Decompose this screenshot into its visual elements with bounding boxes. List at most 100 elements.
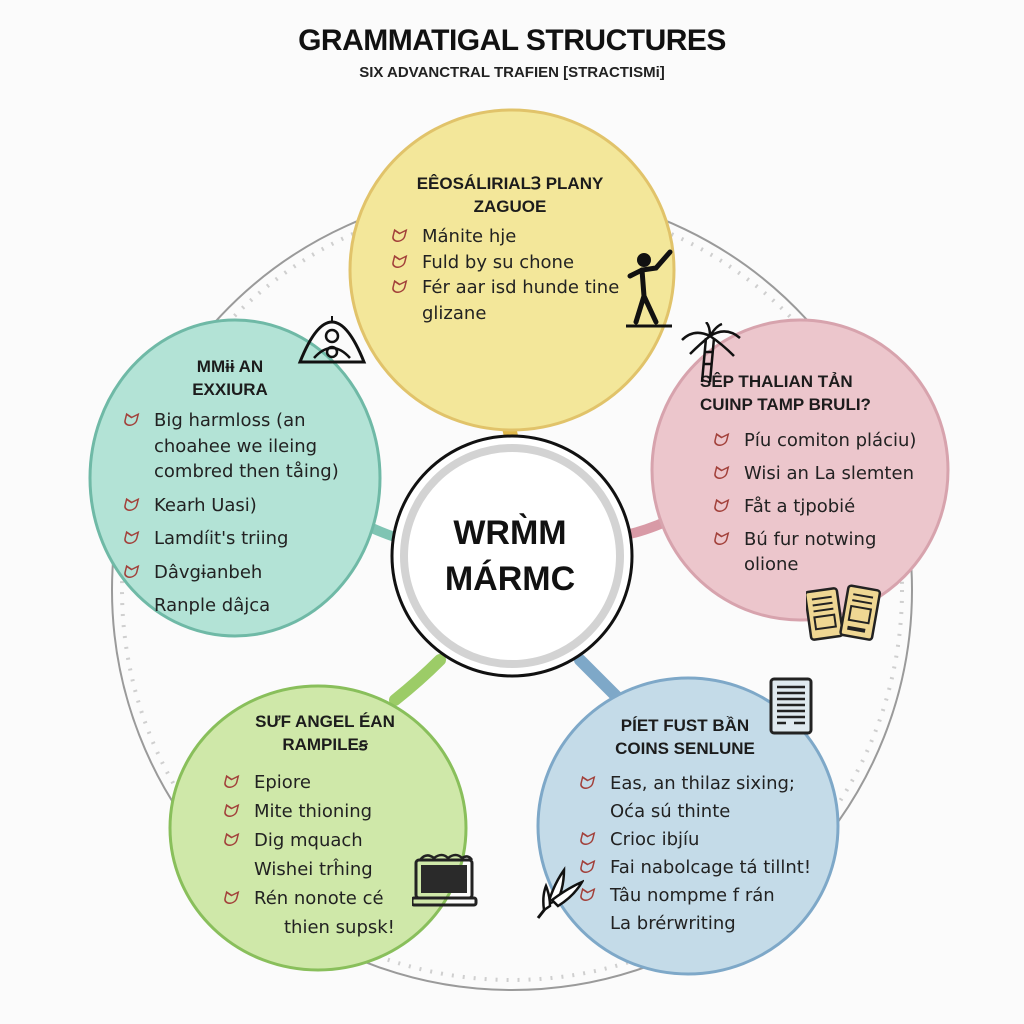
- list-item: ᗢ Dig mquach: [222, 826, 442, 855]
- list-item: olione: [712, 552, 952, 577]
- documents-icon: [806, 584, 882, 641]
- palm-tree-icon: [681, 322, 741, 383]
- document-icon: [769, 677, 813, 735]
- list-item-text: Píu comiton pláciu): [744, 430, 917, 451]
- check-icon: ᗢ: [122, 410, 137, 431]
- list-item: ᗢ Fai nabolcage tá tillnt!: [578, 854, 848, 882]
- bubble-right-list: ᗢ Píu comiton pláciu) ᗢ Wisi an La slemten…: [712, 428, 952, 577]
- list-item-text: Dig mquach: [254, 830, 363, 851]
- list-item: combred then tåing): [122, 459, 372, 485]
- bubble-bottom-right-shape: [536, 676, 840, 976]
- center-label-line1: WRM̀M: [453, 514, 567, 552]
- check-icon: ᗢ: [712, 496, 727, 517]
- list-item-text: olione: [744, 554, 799, 575]
- list-item-text: Ranple dâjca: [154, 595, 271, 616]
- list-item: ᗢ Bú fur notwing: [712, 527, 952, 552]
- list-item: Oća sú thinte: [578, 798, 848, 826]
- list-item: ᗢ Fuld by su chone: [390, 250, 640, 276]
- list-item-text: Eas, an thilaz sixing;: [610, 773, 795, 794]
- check-icon: ᗢ: [222, 830, 237, 851]
- list-item-text: Crioc ibjíu: [610, 829, 700, 850]
- list-item-text: Wishei trĥing: [254, 859, 373, 880]
- list-item-text: Fai nabolcage tá tillnt!: [610, 857, 812, 878]
- center-label-line2: MÁRMC: [444, 560, 576, 598]
- bubble-left-title-line2: EXXIURA: [192, 380, 268, 399]
- laptop-icon: [412, 853, 478, 907]
- center-circle: [390, 434, 634, 678]
- check-icon: ᗢ: [712, 463, 727, 484]
- list-item-text: Epiore: [254, 772, 311, 793]
- list-item-text: Mánite hje: [422, 226, 517, 247]
- list-item: ᗢ Mánite hje: [390, 224, 640, 250]
- list-item-text: Mite thioning: [254, 801, 373, 822]
- bubble-bottom-left-title-line1: SƯF ANGEL ÉAN: [255, 712, 395, 731]
- bubble-bottom-right-title-line1: PÍET FUST BẦN: [620, 716, 750, 735]
- check-icon: ᗢ: [122, 561, 137, 583]
- list-item-text: Fåt a tjpobié: [744, 496, 856, 517]
- list-item-text: combred then tåing): [154, 461, 339, 482]
- list-item-text: La brérwriting: [610, 913, 736, 934]
- check-icon: ᗢ: [712, 430, 727, 451]
- bubble-bottom-left-title: SƯF ANGEL ÉAN RAMPILEꞩ: [240, 710, 410, 756]
- check-icon: ᗢ: [222, 888, 237, 909]
- bubble-right-title: SÊP THALIAN TẢN CUINP TAMP BRULI?: [700, 370, 900, 416]
- list-item: choahee we ileing: [122, 434, 372, 460]
- bubble-top-title-line2: ZAGUOE: [473, 197, 547, 216]
- list-item: ᗢ Eas, an thilaz sixing;: [578, 770, 848, 798]
- check-icon: ᗢ: [578, 773, 593, 794]
- list-item-text: Bú fur notwing: [744, 529, 877, 550]
- bubble-left-title-line1: MMɨɨ AN: [196, 357, 264, 376]
- diagram-title: GRAMMATIGAL STRUCTURES: [298, 24, 726, 57]
- list-item-text: Kearh Uasi): [154, 494, 257, 516]
- list-item-text: thien supsk!: [284, 917, 395, 938]
- list-item: Ranple dâjca: [122, 593, 372, 619]
- check-icon: ᗢ: [712, 529, 727, 550]
- list-item: glizane: [390, 301, 640, 327]
- list-item-text: Fuld by su chone: [422, 251, 575, 273]
- check-icon: ᗢ: [578, 885, 593, 906]
- list-item-text: Oća sú thinte: [610, 801, 731, 822]
- bubble-right-title-line1: SÊP THALIAN TẢN: [700, 372, 853, 391]
- list-item-text: choahee we ileing: [154, 435, 318, 457]
- bubble-right-title-line2: CUINP TAMP BRULI?: [700, 395, 871, 414]
- diagram-subtitle: SIX ADVANCTRAL TRAFIEN [STRACTISMi]: [359, 64, 665, 81]
- check-icon: ᗢ: [578, 857, 593, 878]
- list-item: ᗢ Crioc ibjíu: [578, 826, 848, 854]
- list-item: ᗢ Kearh Uasi): [122, 493, 372, 519]
- check-icon: ᗢ: [122, 494, 137, 516]
- dancing-person-icon: [626, 249, 673, 328]
- bubble-bottom-left-title-line2: RAMPILEꞩ: [282, 735, 368, 754]
- list-item-text: glizane: [422, 302, 487, 324]
- list-item: ᗢ Fåt a tjpobié: [712, 494, 952, 519]
- list-item-text: Fér aar isd hunde tine: [422, 277, 620, 298]
- check-icon: ᗢ: [578, 829, 593, 850]
- list-item-text: Lamdíit's triing: [154, 528, 289, 549]
- check-icon: ᗢ: [222, 801, 237, 822]
- bubble-top-shape: [348, 108, 676, 432]
- bubble-bottom-left-shape: [168, 684, 468, 972]
- check-icon: ᗢ: [390, 226, 405, 247]
- list-item: ᗢ Tâu nompme f rán: [578, 882, 848, 910]
- list-item-text: Wisi an La slemten: [744, 463, 914, 484]
- list-item: ᗢ Píu comiton pláciu): [712, 428, 952, 453]
- check-icon: ᗢ: [390, 251, 405, 273]
- list-item: La brérwriting: [578, 910, 848, 938]
- list-item: thien supsk!: [222, 913, 442, 942]
- outer-ring: [111, 189, 913, 991]
- quill-icon: [536, 866, 584, 919]
- bubble-left-title: MMɨɨ AN EXXIURA: [150, 355, 310, 401]
- list-item: ᗢ Wisi an La slemten: [712, 461, 952, 486]
- list-item-text: Tâu nompme f rán: [610, 885, 775, 906]
- check-icon: ᗢ: [122, 528, 137, 549]
- bubble-bottom-right-title: PÍET FUST BẦN COINS SENLUNE: [595, 714, 775, 760]
